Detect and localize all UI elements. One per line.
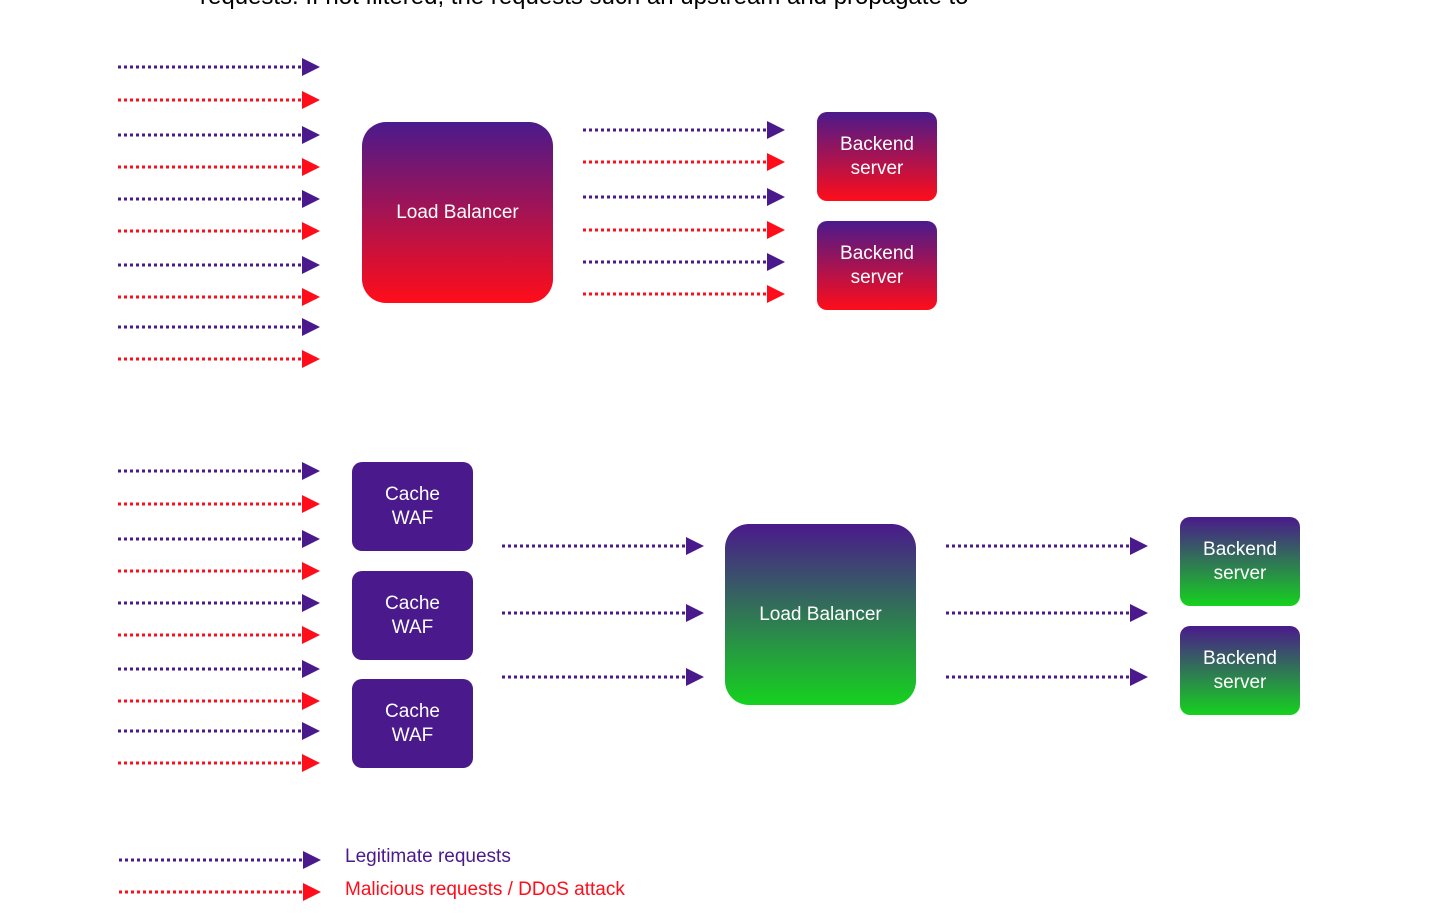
top-incoming-request-arrow — [118, 190, 320, 208]
backend-server-label: Backend server — [840, 242, 914, 288]
cropped-caption-text: requests. If not filtered, the requests … — [200, 0, 1200, 11]
top-incoming-request-arrow — [118, 318, 320, 336]
legend-malicious-label: Malicious requests / DDoS attack — [345, 879, 625, 900]
top-incoming-request-arrow — [118, 58, 320, 76]
bottom-load-balancer-label: Load Balancer — [759, 603, 882, 625]
top-backend-server-2: Backend server — [817, 221, 937, 310]
bottom-incoming-request-arrow — [118, 495, 320, 513]
filtered-request-arrow — [502, 604, 704, 622]
filtered-request-arrow — [502, 537, 704, 555]
top-incoming-request-arrow — [118, 91, 320, 109]
legend-legitimate-label: Legitimate requests — [345, 846, 511, 867]
legend-malicious-arrow — [119, 883, 321, 901]
cache-waf-label: Cache WAF — [385, 700, 440, 746]
bottom-incoming-request-arrow — [118, 594, 320, 612]
bottom-incoming-request-arrow — [118, 462, 320, 480]
bottom-incoming-request-arrow — [118, 530, 320, 548]
top-forwarded-request-arrow — [583, 253, 785, 271]
top-incoming-request-arrow — [118, 126, 320, 144]
top-incoming-request-arrow — [118, 350, 320, 368]
backend-server-label: Backend server — [840, 133, 914, 179]
top-load-balancer-label: Load Balancer — [396, 201, 519, 223]
bottom-backend-server-1: Backend server — [1180, 517, 1300, 606]
backend-server-label: Backend server — [1203, 538, 1277, 584]
top-backend-server-1: Backend server — [817, 112, 937, 201]
legend-legitimate-arrow — [119, 851, 321, 869]
cache-waf-node-2: Cache WAF — [352, 571, 473, 660]
bottom-backend-server-2: Backend server — [1180, 626, 1300, 715]
top-incoming-request-arrow — [118, 288, 320, 306]
top-forwarded-request-arrow — [583, 285, 785, 303]
backend-request-arrow — [946, 537, 1148, 555]
cache-waf-label: Cache WAF — [385, 483, 440, 529]
bottom-incoming-request-arrow — [118, 562, 320, 580]
backend-request-arrow — [946, 604, 1148, 622]
top-incoming-request-arrow — [118, 158, 320, 176]
cache-waf-label: Cache WAF — [385, 592, 440, 638]
backend-request-arrow — [946, 668, 1148, 686]
top-forwarded-request-arrow — [583, 153, 785, 171]
cache-waf-node-1: Cache WAF — [352, 462, 473, 551]
bottom-incoming-request-arrow — [118, 692, 320, 710]
top-forwarded-request-arrow — [583, 121, 785, 139]
bottom-load-balancer: Load Balancer — [725, 524, 916, 705]
top-incoming-request-arrow — [118, 222, 320, 240]
filtered-request-arrow — [502, 668, 704, 686]
cache-waf-node-3: Cache WAF — [352, 679, 473, 768]
bottom-incoming-request-arrow — [118, 660, 320, 678]
bottom-incoming-request-arrow — [118, 722, 320, 740]
bottom-incoming-request-arrow — [118, 754, 320, 772]
top-forwarded-request-arrow — [583, 221, 785, 239]
top-load-balancer: Load Balancer — [362, 122, 553, 303]
top-forwarded-request-arrow — [583, 188, 785, 206]
backend-server-label: Backend server — [1203, 647, 1277, 693]
bottom-incoming-request-arrow — [118, 626, 320, 644]
top-incoming-request-arrow — [118, 256, 320, 274]
